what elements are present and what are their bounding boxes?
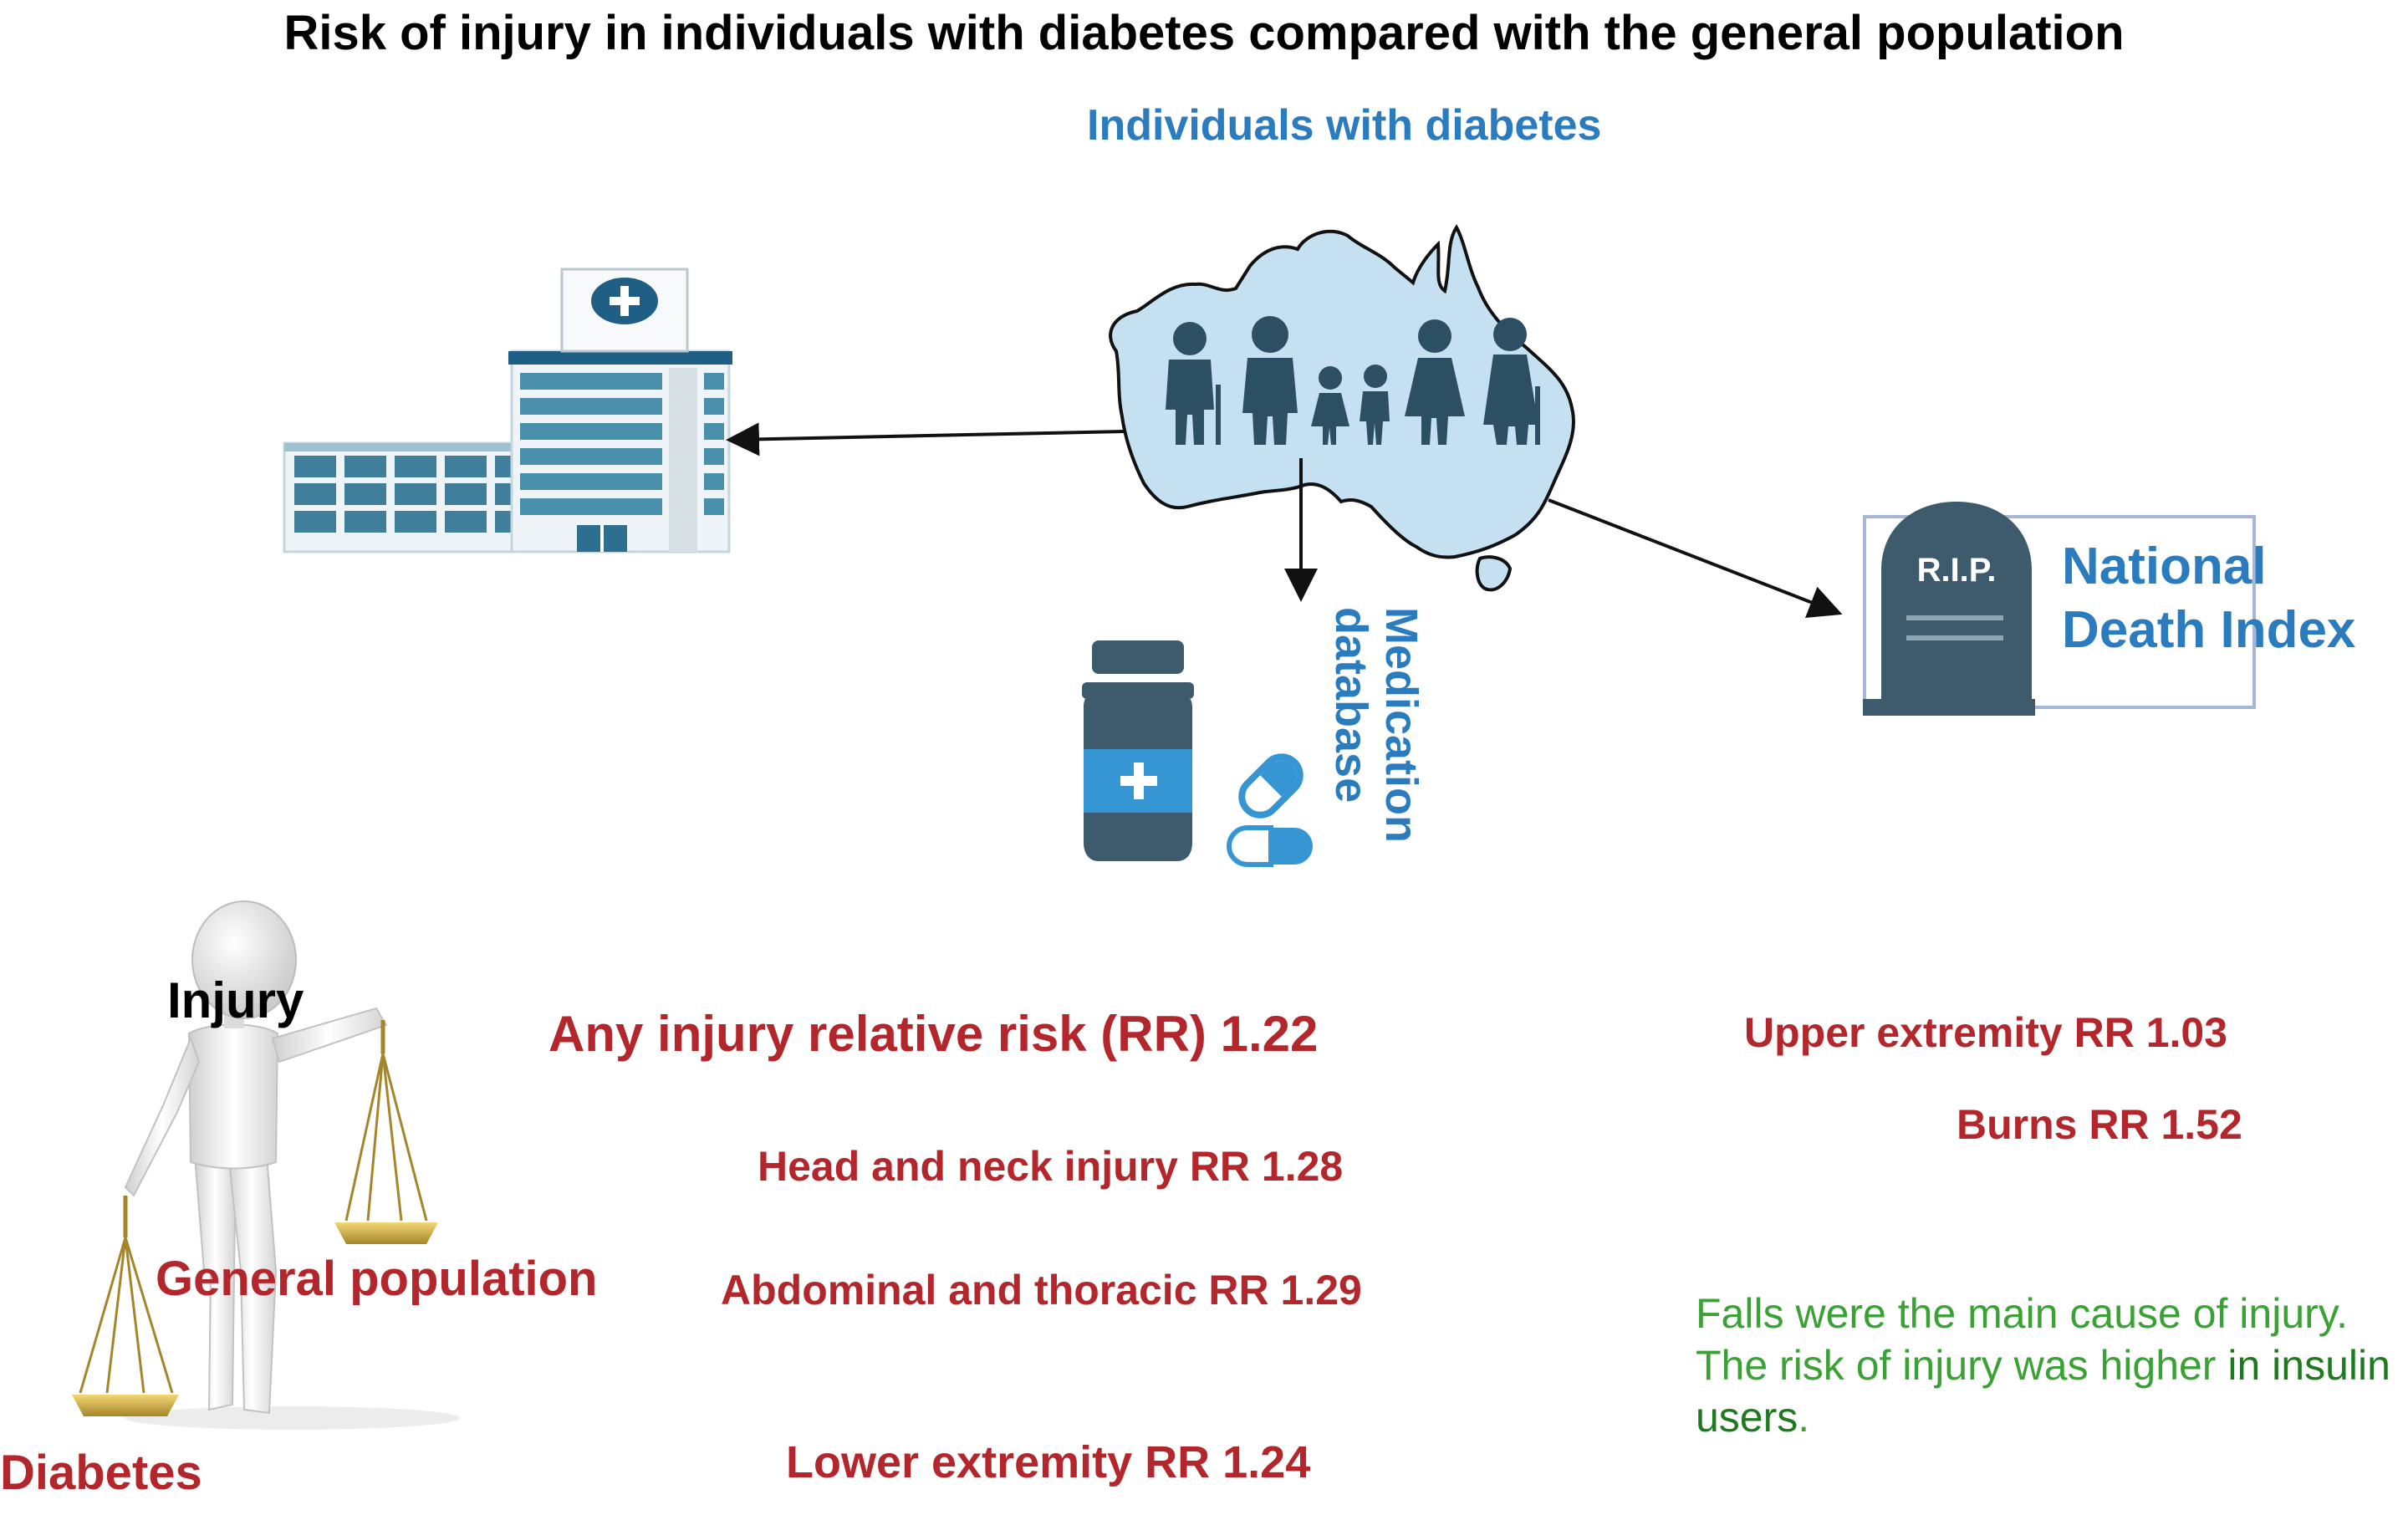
burns-result: Burns RR 1.52 bbox=[1956, 1101, 2242, 1148]
medication-bottle-icon bbox=[1082, 640, 1194, 861]
general-population-label: General population bbox=[156, 1252, 598, 1306]
tombstone-text: R.I.P. bbox=[1916, 552, 1997, 589]
falls-note: Falls were the main cause of injury. The… bbox=[1696, 1288, 2406, 1443]
abdominal-thoracic-result: Abdominal and thoracic RR 1.29 bbox=[721, 1267, 1362, 1314]
hospital-icon bbox=[283, 268, 732, 553]
death-index-line1: National bbox=[2062, 538, 2267, 595]
arrow-to-death-index bbox=[1548, 498, 1843, 619]
injury-figure-icon bbox=[124, 900, 460, 1430]
any-injury-result: Any injury relative risk (RR) 1.22 bbox=[548, 1006, 1319, 1062]
arrow-to-hospital bbox=[726, 422, 1125, 457]
injury-label: Injury bbox=[167, 972, 304, 1028]
medication-database-text: Medication database bbox=[1326, 607, 1426, 844]
upper-extremity-result: Upper extremity RR 1.03 bbox=[1744, 1009, 2228, 1056]
death-index-panel bbox=[1863, 502, 2256, 716]
falls-note-insulin: in insulin users bbox=[1696, 1342, 2390, 1441]
tombstone-icon bbox=[1863, 502, 2035, 716]
scale-pan-general-population-icon bbox=[334, 1020, 438, 1244]
scale-pan-diabetes-icon bbox=[72, 1196, 179, 1416]
diabetes-label: Diabetes bbox=[0, 1446, 202, 1500]
population-label: Individuals with diabetes bbox=[1087, 101, 1602, 150]
death-index-label: National Death Index bbox=[2062, 535, 2355, 662]
pill-icon bbox=[1227, 753, 1313, 867]
lower-extremity-result: Lower extremity RR 1.24 bbox=[786, 1437, 1311, 1487]
page-title: Risk of injury in individuals with diabe… bbox=[283, 6, 2125, 60]
falls-note-text: Falls were the main cause of injury. The… bbox=[1696, 1290, 2348, 1389]
death-index-line2: Death Index bbox=[2062, 601, 2356, 659]
australia-map-icon bbox=[1109, 224, 1575, 592]
medication-database-label: Medication database bbox=[1326, 607, 1426, 843]
falls-note-end: . bbox=[1798, 1394, 1810, 1441]
head-neck-result: Head and neck injury RR 1.28 bbox=[758, 1143, 1344, 1190]
